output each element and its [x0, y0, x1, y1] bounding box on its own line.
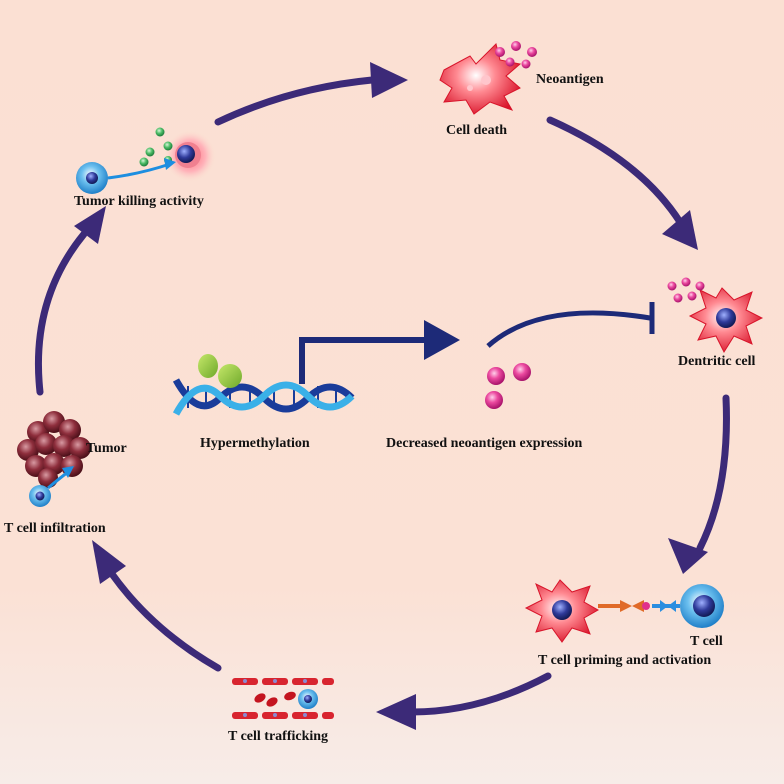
arrowhead-6	[74, 206, 106, 244]
arrowhead-1	[370, 62, 408, 98]
cytokine-particles	[139, 127, 173, 167]
label-neoantigen: Neoantigen	[536, 72, 604, 87]
neoantigen-particles-top	[495, 41, 537, 69]
label-tumor-killing: Tumor killing activity	[74, 194, 204, 209]
label-hypermethylation: Hypermethylation	[200, 436, 310, 451]
label-tumor: Tumor	[86, 441, 127, 456]
label-t-cell-priming: T cell priming and activation	[538, 653, 711, 668]
priming-t-cell	[680, 584, 724, 628]
methylation-marks	[198, 354, 242, 388]
neoantigen-particles-right	[667, 277, 705, 303]
arrow-priming-to-trafficking	[408, 672, 552, 716]
transcription-arrowhead	[424, 320, 460, 360]
arrow-dendritic-to-priming	[696, 394, 730, 552]
priming-dendritic-cell	[524, 579, 600, 643]
label-t-cell-trafficking: T cell trafficking	[228, 729, 328, 744]
label-dendritic-cell: Dentritic cell	[678, 354, 755, 369]
tumor-killing-illustration	[76, 127, 216, 194]
blood-vessel	[232, 678, 334, 719]
t-cell-infiltrating	[29, 466, 74, 507]
dying-tumor-cell	[439, 43, 522, 115]
transcription-arrow	[299, 337, 430, 384]
arrow-cell-death-to-dendritic-cell	[546, 116, 684, 226]
receptor-complex	[598, 600, 680, 612]
label-t-cell: T cell	[690, 634, 723, 649]
label-cell-death: Cell death	[446, 123, 507, 138]
arrowhead-2	[662, 210, 698, 250]
dendritic-cell-right	[688, 287, 764, 354]
label-t-cell-infiltration: T cell infiltration	[4, 521, 106, 536]
labels: Neoantigen Cell death Tumor killing acti…	[4, 72, 755, 744]
label-decreased-neoantigen: Decreased neoantigen expression	[386, 436, 582, 451]
arrow-tumor-killing-to-cell-death	[214, 76, 376, 126]
arrow-trafficking-to-infiltration	[108, 570, 222, 672]
dna-helix	[172, 378, 355, 416]
arrowhead-5	[92, 540, 126, 584]
decreased-neoantigen-particles	[485, 363, 531, 409]
cycle-arrowheads	[74, 62, 708, 730]
inhibition-line	[486, 310, 651, 348]
cycle-arrows	[34, 76, 730, 716]
tumor-cluster	[17, 411, 91, 488]
arrowhead-4	[376, 694, 416, 730]
arrowhead-3	[668, 538, 708, 574]
arrow-infiltration-to-tumor-killing	[34, 230, 88, 396]
